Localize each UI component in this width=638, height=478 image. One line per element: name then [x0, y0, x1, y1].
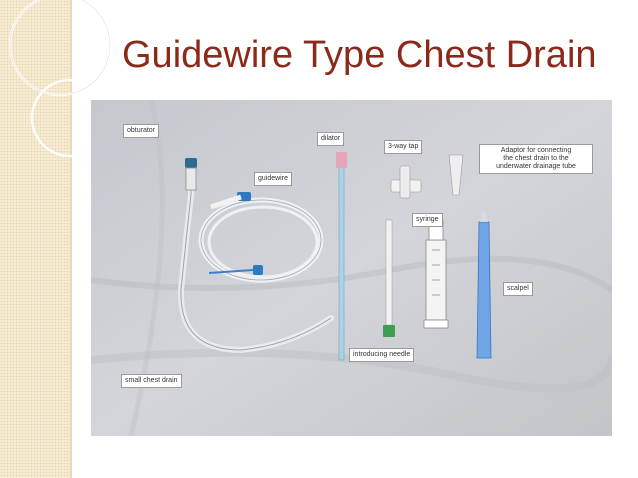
equipment-photo: obturator guidewire dilator 3-way tap Ad…: [91, 100, 612, 436]
label-scalpel: scalpel: [503, 282, 533, 296]
label-syringe: syringe: [412, 213, 443, 227]
guidewire-coil: [198, 192, 324, 283]
decorative-sidebar: [0, 0, 72, 478]
label-adaptor-line-1: Adaptor for connecting: [500, 147, 572, 154]
chest-drain-tube: [177, 158, 334, 354]
label-3-way-tap: 3-way tap: [384, 140, 423, 154]
slide-title: Guidewire Type Chest Drain: [122, 34, 597, 76]
label-adaptor-line-2: the chest drain to the: [503, 155, 569, 162]
label-adaptor: Adaptor for connecting the chest drain t…: [479, 144, 593, 174]
label-guidewire: guidewire: [254, 172, 292, 186]
three-way-tap: [390, 165, 422, 199]
label-dilator: dilator: [317, 132, 345, 146]
label-adaptor-line-3: underwater drainage tube: [496, 163, 576, 170]
scalpel: [476, 212, 492, 359]
label-introducing-needle: introducing needle: [349, 348, 415, 362]
label-small-chest-drain: small chest drain: [121, 374, 182, 388]
adaptor: [448, 154, 464, 196]
dilator: [336, 152, 347, 361]
introducing-needle: [383, 219, 395, 337]
label-obturator: obturator: [123, 124, 160, 138]
